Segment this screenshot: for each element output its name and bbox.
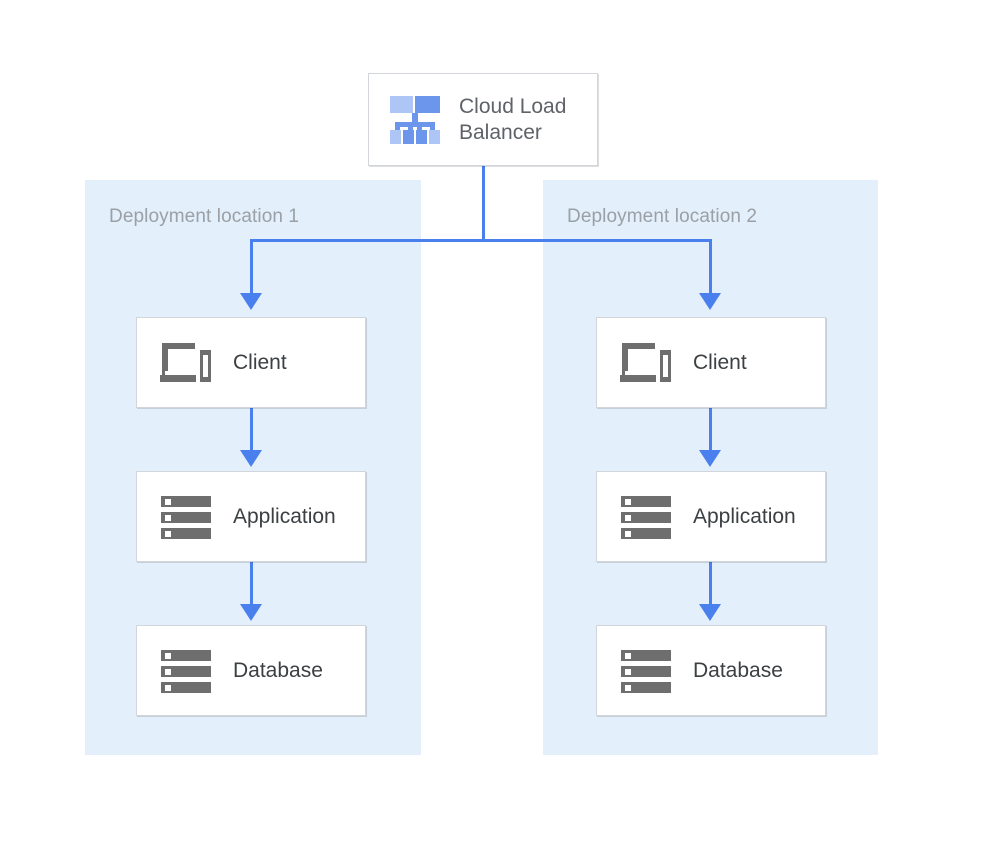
- devices-icon: [159, 340, 213, 386]
- arrowhead-bus-to-client-2: [699, 293, 721, 310]
- connector-application-to-database-1: [250, 561, 253, 606]
- node-cloud-load-balancer[interactable]: Cloud Load Balancer: [368, 73, 598, 166]
- arrowhead-application-to-database-1: [240, 604, 262, 621]
- node-label-cloud-load-balancer: Cloud Load Balancer: [459, 94, 567, 144]
- connector-bus-to-client-1: [250, 239, 253, 295]
- node-database-2[interactable]: Database: [596, 625, 826, 716]
- node-client-1[interactable]: Client: [136, 317, 366, 408]
- node-label-database-1: Database: [233, 658, 323, 682]
- connector-client-to-application-1: [250, 407, 253, 452]
- node-label-application-2: Application: [693, 504, 796, 528]
- node-client-2[interactable]: Client: [596, 317, 826, 408]
- node-application-2[interactable]: Application: [596, 471, 826, 562]
- arrowhead-client-to-application-1: [240, 450, 262, 467]
- arrowhead-application-to-database-2: [699, 604, 721, 621]
- connector-application-to-database-2: [709, 561, 712, 606]
- node-label-application-1: Application: [233, 504, 336, 528]
- zone-label-deployment-location-2: Deployment location 2: [567, 206, 758, 227]
- arrowhead-bus-to-client-1: [240, 293, 262, 310]
- node-database-1[interactable]: Database: [136, 625, 366, 716]
- node-label-database-2: Database: [693, 658, 783, 682]
- connector-distribution-bus: [250, 239, 712, 242]
- database-stack-icon: [159, 648, 213, 694]
- server-stack-icon: [619, 494, 673, 540]
- connector-client-to-application-2: [709, 407, 712, 452]
- node-label-client-1: Client: [233, 350, 287, 374]
- arrowhead-client-to-application-2: [699, 450, 721, 467]
- server-stack-icon: [159, 494, 213, 540]
- devices-icon: [619, 340, 673, 386]
- connector-bus-to-client-2: [709, 239, 712, 295]
- zone-label-deployment-location-1: Deployment location 1: [109, 206, 300, 227]
- database-stack-icon: [619, 648, 673, 694]
- cloud-load-balancer-icon: [387, 92, 443, 148]
- node-label-client-2: Client: [693, 350, 747, 374]
- connector-lb-to-bus: [482, 165, 485, 242]
- node-application-1[interactable]: Application: [136, 471, 366, 562]
